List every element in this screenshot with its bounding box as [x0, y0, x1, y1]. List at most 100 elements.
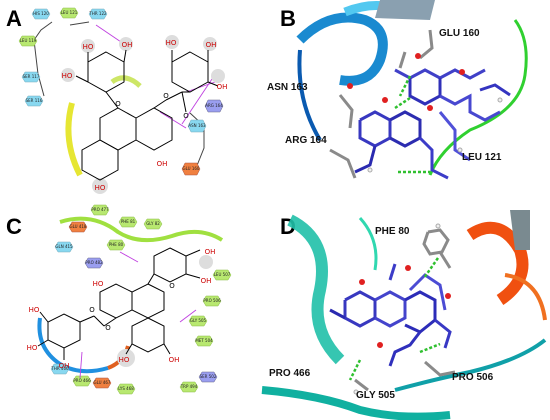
svg-text:SER 116: SER 116 — [26, 98, 43, 103]
loop-teal-right — [394, 338, 547, 392]
svg-text:LEU 121: LEU 121 — [61, 10, 78, 15]
residue-trp-494: TRP 494 — [179, 381, 199, 393]
loop-orange — [504, 273, 547, 321]
residue-leu-119: LEU 119 — [18, 35, 38, 47]
svg-text:MET 504: MET 504 — [195, 338, 213, 343]
residue-gln-415: GLN 415 — [54, 241, 74, 253]
backbone-line — [189, 112, 205, 169]
ligand-sticks — [329, 263, 452, 367]
residue-pro-482: PRO 482 — [84, 257, 104, 269]
svg-text:PRO 477: PRO 477 — [91, 207, 109, 212]
atom-oh: OH — [169, 356, 180, 364]
helix-teal — [287, 214, 345, 365]
svg-text:PHE 81: PHE 81 — [121, 219, 136, 224]
hbond-arrow — [79, 351, 83, 379]
residue-lys-468: LYS 468 — [116, 383, 136, 395]
atom-o: O — [169, 282, 175, 290]
atom-ho: HO — [27, 344, 38, 352]
loop-teal — [358, 216, 378, 271]
label-glu-160: GLU 160 — [439, 28, 480, 39]
panel-d: D — [261, 210, 547, 420]
backbone-line — [69, 21, 90, 26]
svg-text:THR 466: THR 466 — [50, 366, 69, 371]
ribbon-bottom — [37, 317, 109, 374]
atom-oh: OH — [205, 248, 216, 256]
atom-ho: HO — [83, 43, 94, 51]
atom-o: O — [183, 112, 189, 120]
atom-oh: OH — [59, 362, 70, 370]
loop-ribbon — [297, 49, 322, 142]
residue-gly-505: GLY 505 — [188, 315, 208, 327]
atom-ho: HO — [62, 72, 73, 80]
residue-thr-122: THR 122 — [88, 8, 108, 20]
panel-c: C PRO 477 GLY 82 PHE 81 GLU 418 PHE 80 G — [6, 204, 232, 395]
svg-text:PRO 506: PRO 506 — [203, 298, 221, 303]
ligand-structure — [61, 35, 225, 194]
residue-pro-466: PRO 466 — [72, 375, 92, 387]
hbond-arrow — [179, 309, 197, 323]
ligand-structure — [37, 247, 213, 367]
helix-gray — [510, 210, 530, 250]
svg-text:LEU 119: LEU 119 — [20, 38, 37, 43]
ligand-sticks — [354, 68, 511, 180]
svg-text:PRO 482: PRO 482 — [85, 260, 103, 265]
ribbon-top — [59, 216, 224, 243]
residue-his-120: HIS 120 — [31, 8, 51, 20]
hbond-dashes — [394, 75, 430, 174]
residue-gly-82: GLY 82 — [143, 218, 163, 230]
svg-text:ARG 164: ARG 164 — [205, 103, 223, 108]
label-pro-466: PRO 466 — [269, 368, 311, 379]
helix-gray — [375, 0, 435, 20]
atom-ho: HO — [95, 184, 106, 192]
hbond-arrow — [119, 251, 139, 263]
pocket-arc-top — [110, 75, 142, 88]
atom-caps — [353, 223, 451, 395]
panel-a: A HIS 120 LEU 121 THR 122 LEU 119 — [6, 6, 227, 194]
atom-ho: HO — [119, 356, 130, 364]
svg-text:SER 502: SER 502 — [200, 374, 217, 379]
atom-o: O — [105, 324, 111, 332]
residue-glu-467: GLU 467 — [92, 377, 112, 389]
svg-text:GLY 505: GLY 505 — [190, 318, 207, 323]
svg-text:GLU 418: GLU 418 — [70, 224, 87, 229]
atom-oh: OH — [206, 41, 217, 49]
helix-ribbon — [296, 12, 388, 86]
panel-letter-b: B — [280, 6, 296, 31]
svg-text:ASN 163: ASN 163 — [188, 123, 206, 128]
atom-ho: HO — [29, 306, 40, 314]
residue-ser-117: SER 117 — [21, 71, 41, 83]
svg-text:GLN 415: GLN 415 — [55, 244, 73, 249]
residue-arg-164: ARG 164 — [204, 99, 224, 113]
atom-o: O — [163, 92, 169, 100]
svg-text:PRO 466: PRO 466 — [73, 378, 91, 383]
panel-letter-c: C — [6, 214, 22, 239]
backbone-line — [33, 21, 53, 97]
hbond-arrow — [185, 81, 216, 93]
hbond-arrow — [95, 24, 125, 45]
residue-ser-116: SER 116 — [24, 95, 44, 107]
label-phe-80: PHE 80 — [375, 226, 410, 237]
label-gly-505: GLY 505 — [356, 390, 395, 401]
svg-text:PHE 80: PHE 80 — [109, 242, 124, 247]
atom-oh: OH — [201, 277, 212, 285]
residue-met-504: MET 504 — [194, 335, 214, 347]
residue-asn-163: ASN 163 — [187, 119, 207, 133]
atom-ho: HO — [93, 280, 104, 288]
residue-sticks — [329, 29, 434, 179]
label-arg-164: ARG 164 — [285, 135, 327, 146]
svg-text:THR 122: THR 122 — [88, 11, 107, 16]
helix-teal-bottom — [261, 386, 451, 420]
residue-glu-160: GLU 160 — [181, 162, 201, 176]
residue-sticks — [354, 228, 456, 392]
atom-o: O — [115, 100, 121, 108]
svg-text:GLU 467: GLU 467 — [94, 380, 111, 385]
svg-text:HIS 120: HIS 120 — [33, 11, 49, 16]
atom-ho: HO — [166, 39, 177, 47]
atom-o: O — [89, 306, 95, 314]
svg-text:SER 117: SER 117 — [23, 74, 40, 79]
residue-pro-477: PRO 477 — [90, 204, 110, 216]
svg-text:GLY 82: GLY 82 — [146, 221, 160, 226]
svg-text:TRP 494: TRP 494 — [180, 384, 198, 389]
hbond-dashes — [348, 257, 441, 381]
